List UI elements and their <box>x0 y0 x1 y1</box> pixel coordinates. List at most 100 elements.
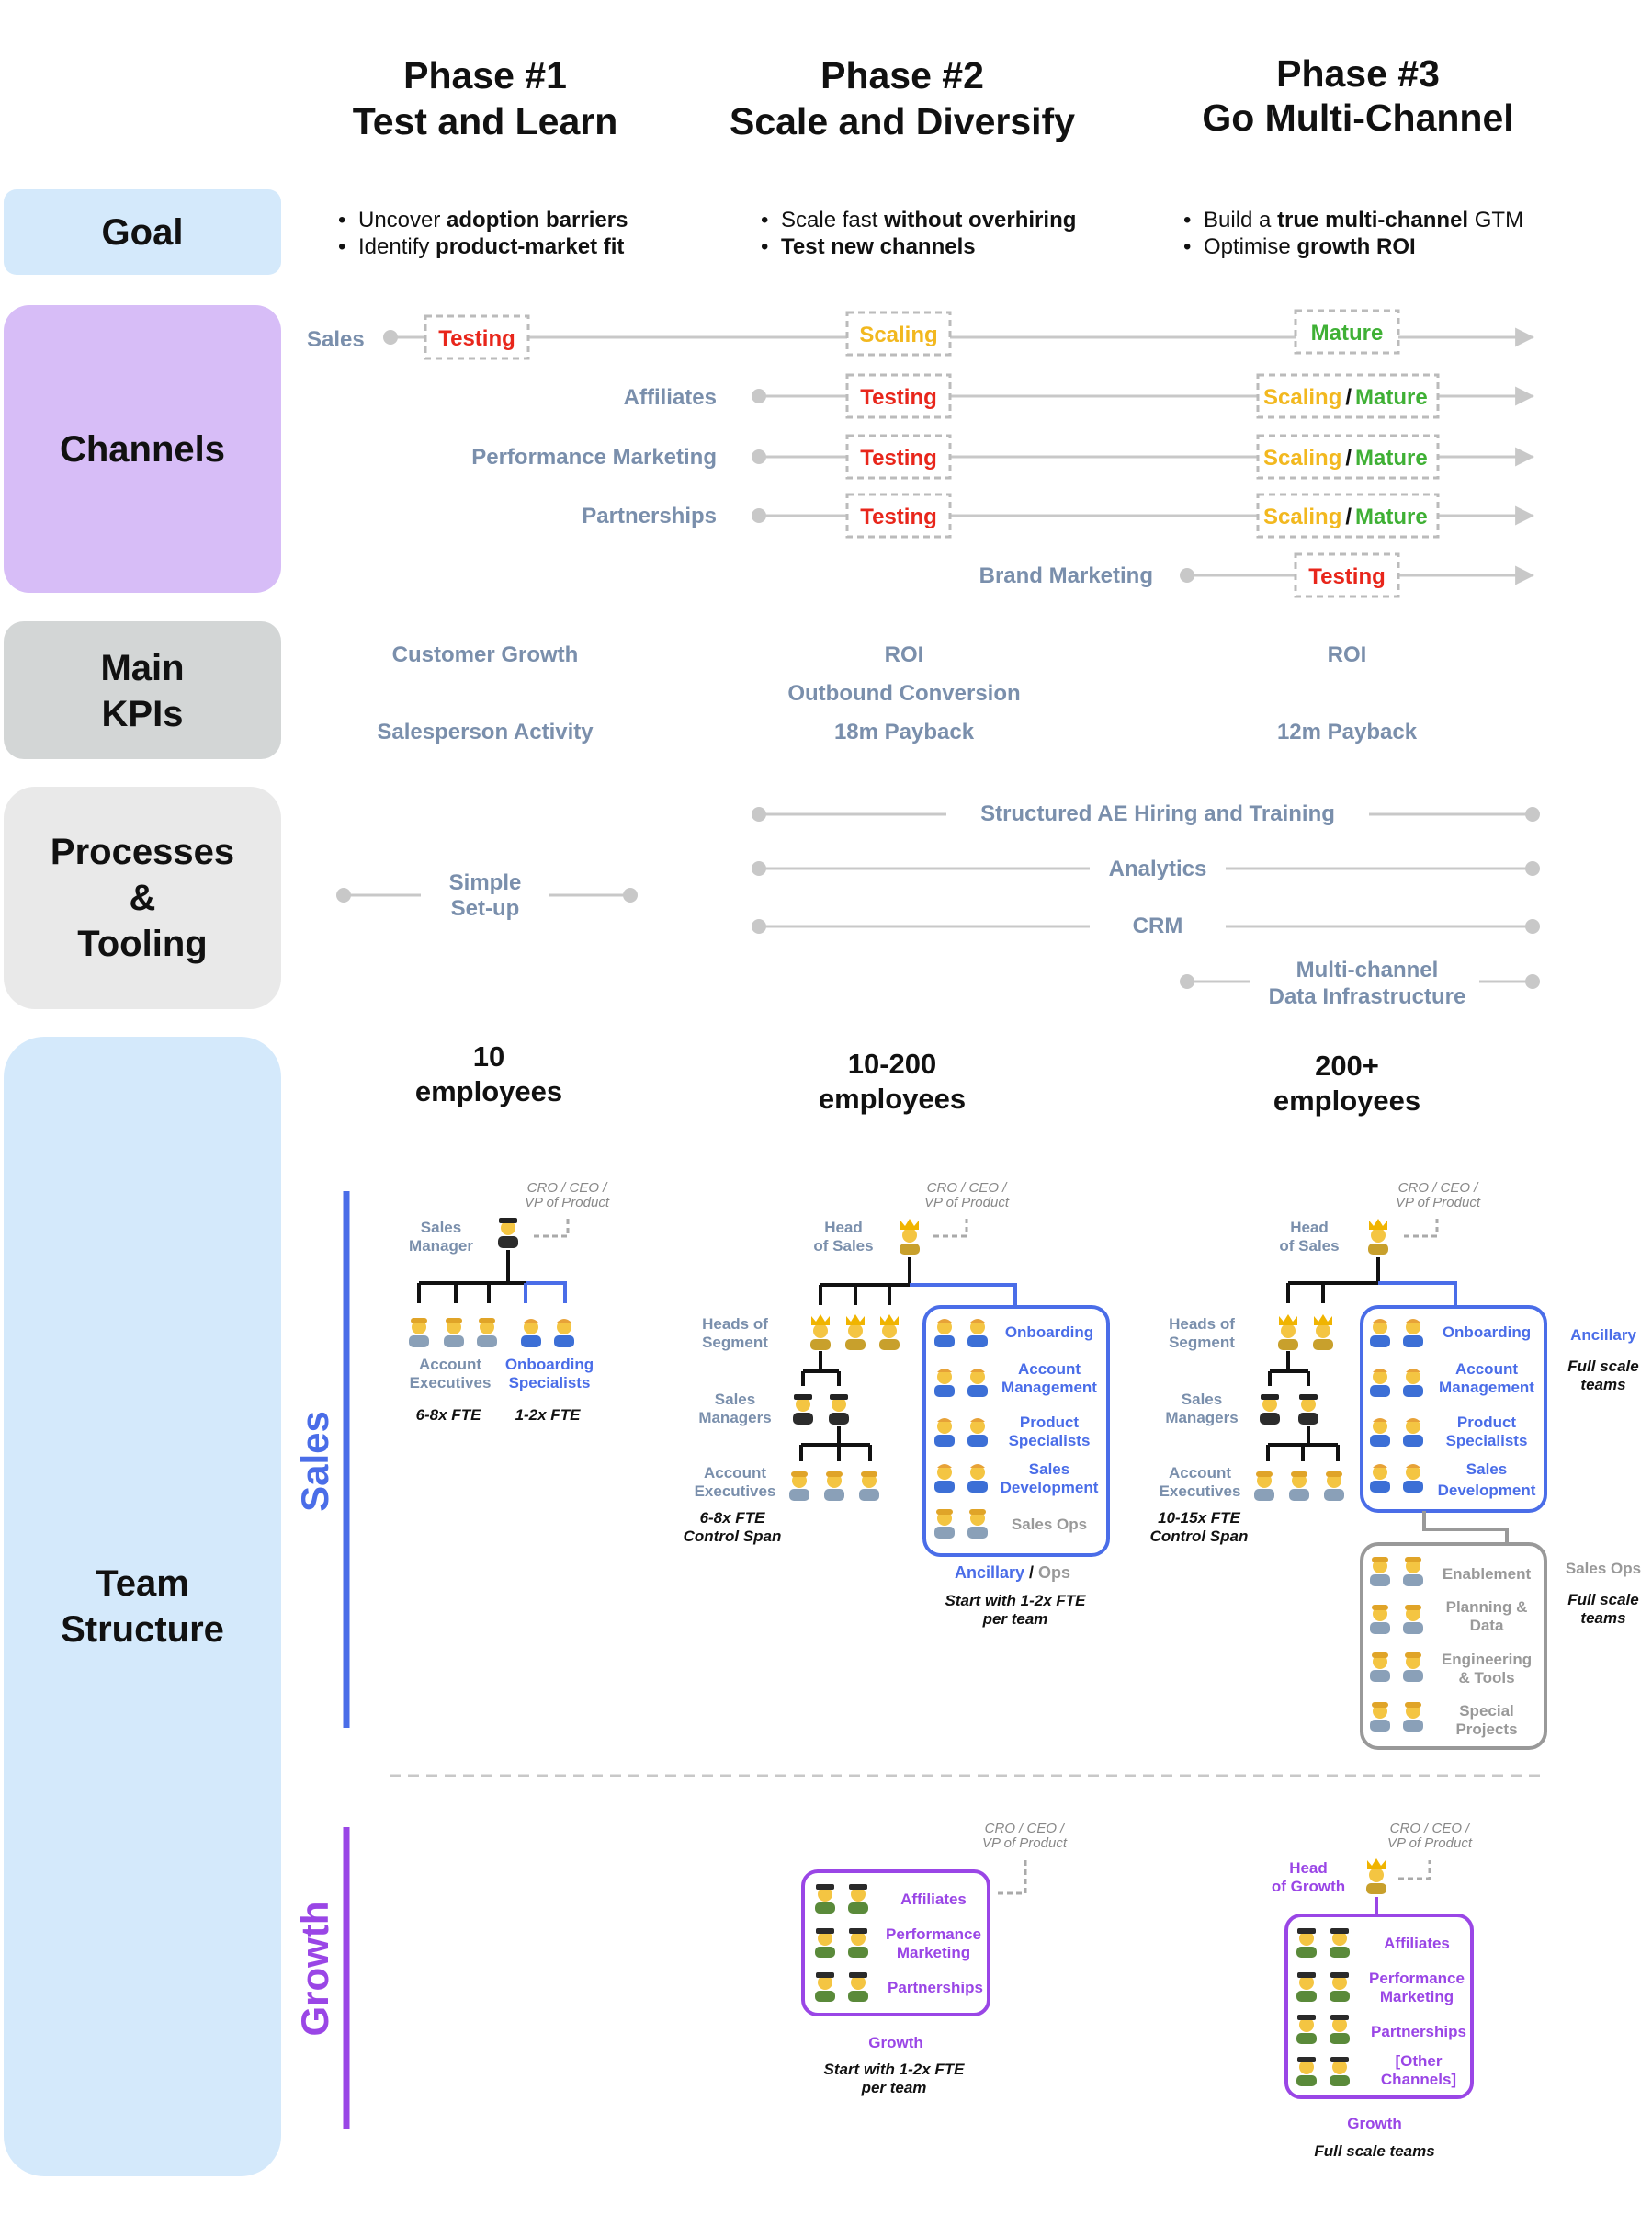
svg-text:CRO / CEO /: CRO / CEO / <box>527 1180 609 1196</box>
svg-text:Special: Special <box>1459 1702 1514 1720</box>
channel-brand-marketing: Brand Marketing <box>979 563 1153 588</box>
process-ae-hiring: Structured AE Hiring and Training <box>980 801 1335 826</box>
goal-row-box <box>4 189 281 275</box>
svg-text:Partnerships: Partnerships <box>1371 2023 1466 2040</box>
channel-affiliates: Affiliates <box>624 385 717 410</box>
org-p3: CRO / CEO / VP of Product Head of Sales … <box>1150 1180 1641 1750</box>
phase2-number: Phase #2 <box>820 54 984 97</box>
stage-sales-p3: Mature <box>1311 321 1384 346</box>
svg-text:1-2x FTE: 1-2x FTE <box>515 1406 582 1424</box>
svg-text:Sales Ops: Sales Ops <box>1566 1560 1641 1577</box>
svg-text:Managers: Managers <box>698 1409 771 1426</box>
svg-text:Account: Account <box>1169 1464 1231 1482</box>
process-lines <box>344 812 1533 983</box>
office-worker-icon <box>409 1318 429 1347</box>
svg-text:Onboarding: Onboarding <box>1005 1323 1093 1341</box>
svg-text:VP of Product: VP of Product <box>1396 1195 1481 1210</box>
phase1-number: Phase #1 <box>403 54 567 97</box>
svg-text:Specialists: Specialists <box>1446 1432 1528 1449</box>
svg-text:Start with 1-2x FTE: Start with 1-2x FTE <box>945 1592 1086 1609</box>
svg-text:Head: Head <box>1290 1219 1329 1236</box>
processes-row-label-2: & <box>130 878 156 918</box>
svg-text:Ancillary: Ancillary <box>1570 1326 1636 1344</box>
sheriff-icon <box>793 1394 813 1425</box>
pilot-icon <box>498 1218 518 1248</box>
svg-text:per team: per team <box>982 1610 1048 1628</box>
svg-text:Projects: Projects <box>1455 1721 1517 1738</box>
process-data-infra-1: Multi-channel <box>1296 958 1439 982</box>
stage-scaling-mature-labels: Scaling/Mature Scaling/Mature Scaling/Ma… <box>1263 385 1428 529</box>
employees-p2-label: employees <box>819 1083 966 1115</box>
employees-p1-label: employees <box>415 1075 562 1107</box>
svg-text:•: • <box>338 208 345 233</box>
svg-text:Planning &: Planning & <box>1446 1598 1528 1616</box>
goal-2-1: Scale fast without overhiring <box>781 208 1076 233</box>
svg-text:Performance: Performance <box>1369 1970 1465 1987</box>
svg-text:Full scale: Full scale <box>1567 1591 1638 1608</box>
svg-text:6-8x FTE: 6-8x FTE <box>700 1509 766 1527</box>
svg-text:Management: Management <box>1439 1379 1534 1396</box>
svg-text:Head: Head <box>1289 1859 1328 1877</box>
goal-3-1: Build a true multi-channel GTM <box>1204 208 1523 233</box>
construction-worker-icon <box>934 1509 955 1539</box>
team-row-label-1: Team <box>96 1563 189 1604</box>
team-row-label-2: Structure <box>61 1609 224 1650</box>
stage-affiliates-p2: Testing <box>860 385 937 410</box>
svg-text:Development: Development <box>1001 1479 1099 1496</box>
team-row-box <box>4 1037 281 2176</box>
stage-sales-p2: Scaling <box>859 323 937 347</box>
svg-text:Affiliates: Affiliates <box>900 1891 967 1908</box>
svg-text:Marketing: Marketing <box>1380 1988 1454 2005</box>
kpis-row-label-2: KPIs <box>102 694 184 734</box>
svg-text:Scaling/Mature: Scaling/Mature <box>1263 505 1428 529</box>
svg-text:Head: Head <box>824 1219 863 1236</box>
kpi-p2-2: Outbound Conversion <box>787 681 1020 706</box>
svg-text:Affiliates: Affiliates <box>1384 1935 1450 1952</box>
svg-text:Account: Account <box>1018 1360 1081 1378</box>
svg-text:Heads of: Heads of <box>702 1315 768 1333</box>
svg-text:VP of Product: VP of Product <box>1387 1835 1473 1851</box>
process-simple-1: Simple <box>449 870 522 895</box>
org-p1: CRO / CEO / VP of Product Sales Manager … <box>409 1180 610 1424</box>
svg-text:of Sales: of Sales <box>1279 1237 1339 1255</box>
svg-text:CRO / CEO /: CRO / CEO / <box>927 1180 1009 1196</box>
channel-sales: Sales <box>307 327 365 352</box>
svg-text:•: • <box>761 208 768 233</box>
svg-text:•: • <box>338 234 345 259</box>
svg-text:Sales: Sales <box>1466 1460 1507 1478</box>
stage-partnerships-p2: Testing <box>860 505 937 529</box>
svg-text:[Other: [Other <box>1396 2052 1443 2070</box>
kpis-row-label-1: Main <box>100 648 184 688</box>
kpi-p2-3: 18m Payback <box>834 720 975 744</box>
svg-text:per team: per team <box>861 2079 927 2096</box>
growth-side-label: Growth <box>293 1902 336 2037</box>
svg-text:6-8x FTE: 6-8x FTE <box>416 1406 482 1424</box>
svg-text:Management: Management <box>1001 1379 1097 1396</box>
channel-partnerships: Partnerships <box>582 504 717 528</box>
goal-row-label: Goal <box>102 212 184 253</box>
svg-text:Enablement: Enablement <box>1443 1565 1532 1583</box>
svg-text:Marketing: Marketing <box>897 1944 970 1961</box>
employees-p2-count: 10-200 <box>848 1048 937 1080</box>
svg-text:VP of Product: VP of Product <box>924 1195 1010 1210</box>
svg-text:Heads of: Heads of <box>1169 1315 1235 1333</box>
svg-text:& Tools: & Tools <box>1458 1669 1514 1687</box>
svg-text:Sales: Sales <box>1182 1391 1222 1408</box>
svg-text:Engineering: Engineering <box>1442 1651 1532 1668</box>
employees-p1-count: 10 <box>473 1040 504 1073</box>
svg-text:of Sales: of Sales <box>813 1237 873 1255</box>
svg-text:VP of Product: VP of Product <box>525 1195 610 1210</box>
goal-1-1: Uncover adoption barriers <box>358 208 628 233</box>
svg-text:VP of Product: VP of Product <box>982 1835 1068 1851</box>
goals-phase1: • Uncover adoption barriers • Identify p… <box>338 208 628 259</box>
kpis-row-box <box>4 621 281 759</box>
employees-p3-count: 200+ <box>1315 1050 1379 1082</box>
svg-text:Channels]: Channels] <box>1381 2071 1456 2088</box>
svg-text:Onboarding: Onboarding <box>1443 1323 1531 1341</box>
svg-text:Scaling/Mature: Scaling/Mature <box>1263 446 1428 471</box>
svg-text:Account: Account <box>1455 1360 1518 1378</box>
svg-text:Segment: Segment <box>1169 1334 1235 1351</box>
svg-text:Account: Account <box>704 1464 766 1482</box>
kpi-values: Customer Growth Salesperson Activity ROI… <box>377 642 1417 744</box>
